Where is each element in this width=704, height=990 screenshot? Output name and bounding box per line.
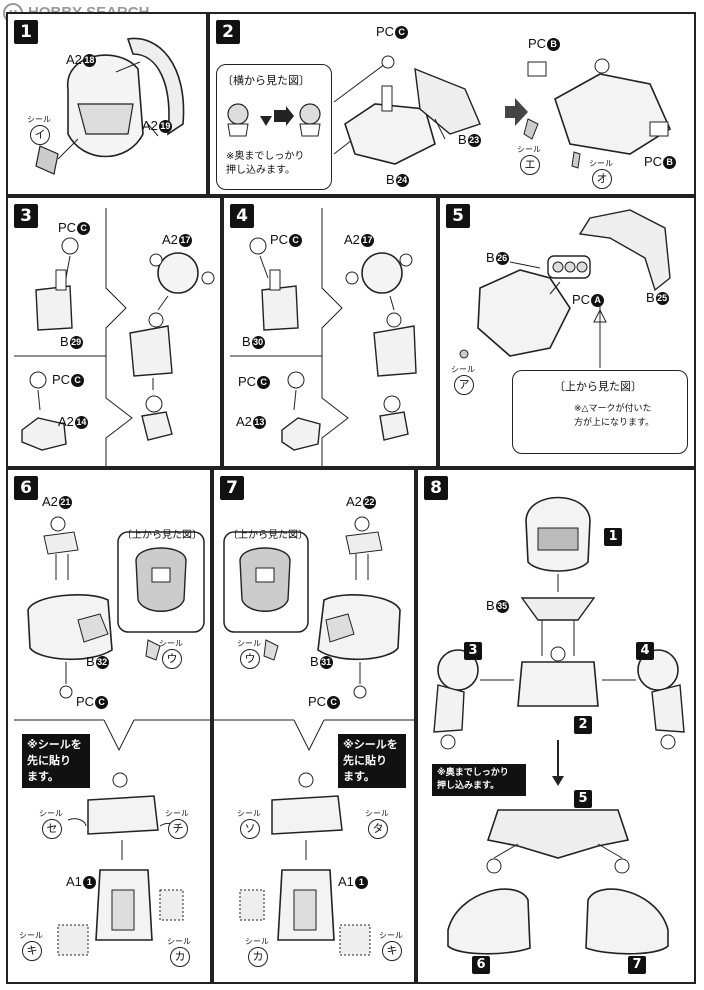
seal-word: シール xyxy=(379,931,403,940)
seal-word: シール xyxy=(165,809,189,818)
seal-char: セ xyxy=(42,819,62,839)
seal-char: タ xyxy=(368,819,388,839)
seal-word: シール xyxy=(365,809,389,818)
arm-illustration-icon xyxy=(230,208,417,470)
final-assembly-illustration-icon xyxy=(433,496,685,955)
seal-char: キ xyxy=(382,941,402,961)
seal-word: シール xyxy=(451,365,475,374)
seal-word: シール xyxy=(167,937,191,946)
step-number: 5 xyxy=(446,204,470,228)
seal-first-note: ※シールを先に貼ります。 xyxy=(22,734,90,788)
step-number: 3 xyxy=(14,204,38,228)
ref-step-5: 5 xyxy=(574,790,592,808)
instruction-note: ※奥までしっかり押し込みます。 xyxy=(226,151,305,176)
torso-illustration-icon xyxy=(227,55,672,169)
step-number: 1 xyxy=(14,20,38,44)
seal-char: ウ xyxy=(240,649,260,669)
seal-char: ウ xyxy=(162,649,182,669)
seal-first-note: ※シールを先に貼ります。 xyxy=(338,734,406,788)
seal-word: シール xyxy=(19,931,43,940)
instruction-note: ※△マークが付いた方が上になります。 xyxy=(574,404,655,428)
seal-word: シール xyxy=(39,809,63,818)
ref-step-2: 2 xyxy=(574,716,592,734)
view-title: 〔上から見た図〕 xyxy=(554,381,642,393)
step-number: 4 xyxy=(230,204,254,228)
seal-char: ソ xyxy=(240,819,260,839)
ref-step-7: 7 xyxy=(628,956,646,974)
seal-word: シール xyxy=(589,159,613,168)
seal-word: シール xyxy=(237,809,261,818)
seal-char: オ xyxy=(592,169,612,189)
seal-char: イ xyxy=(30,125,50,145)
seal-char: カ xyxy=(170,947,190,967)
seal-char: チ xyxy=(168,819,188,839)
view-title: 〔横から見た図〕 xyxy=(222,75,310,87)
seal-char: キ xyxy=(22,941,42,961)
ref-step-4: 4 xyxy=(636,642,654,660)
seal-char: カ xyxy=(248,947,268,967)
step-number: 2 xyxy=(216,20,240,44)
leg-illustration-icon xyxy=(14,516,214,956)
seal-word: シール xyxy=(27,115,51,124)
step-number: 7 xyxy=(220,476,244,500)
arm-illustration-icon xyxy=(14,208,215,470)
ref-step-1: 1 xyxy=(604,528,622,546)
seal-word: シール xyxy=(159,639,183,648)
helmet-illustration-icon xyxy=(35,37,185,175)
ref-step-3: 3 xyxy=(464,642,482,660)
seal-word: シール xyxy=(245,937,269,946)
step-number: 8 xyxy=(424,476,448,500)
view-title: 〔上から見た図〕 xyxy=(228,530,308,541)
push-in-note: ※奥までしっかり押し込みます。 xyxy=(432,764,526,796)
ref-step-6: 6 xyxy=(472,956,490,974)
seal-char: ア xyxy=(454,375,474,395)
top-view-callout xyxy=(512,370,688,454)
seal-word: シール xyxy=(517,145,541,154)
step-number: 6 xyxy=(14,476,38,500)
seal-word: シール xyxy=(237,639,261,648)
view-title: 〔上から見た図〕 xyxy=(122,530,202,541)
leg-illustration-icon xyxy=(214,516,418,956)
seal-char: エ xyxy=(520,155,540,175)
